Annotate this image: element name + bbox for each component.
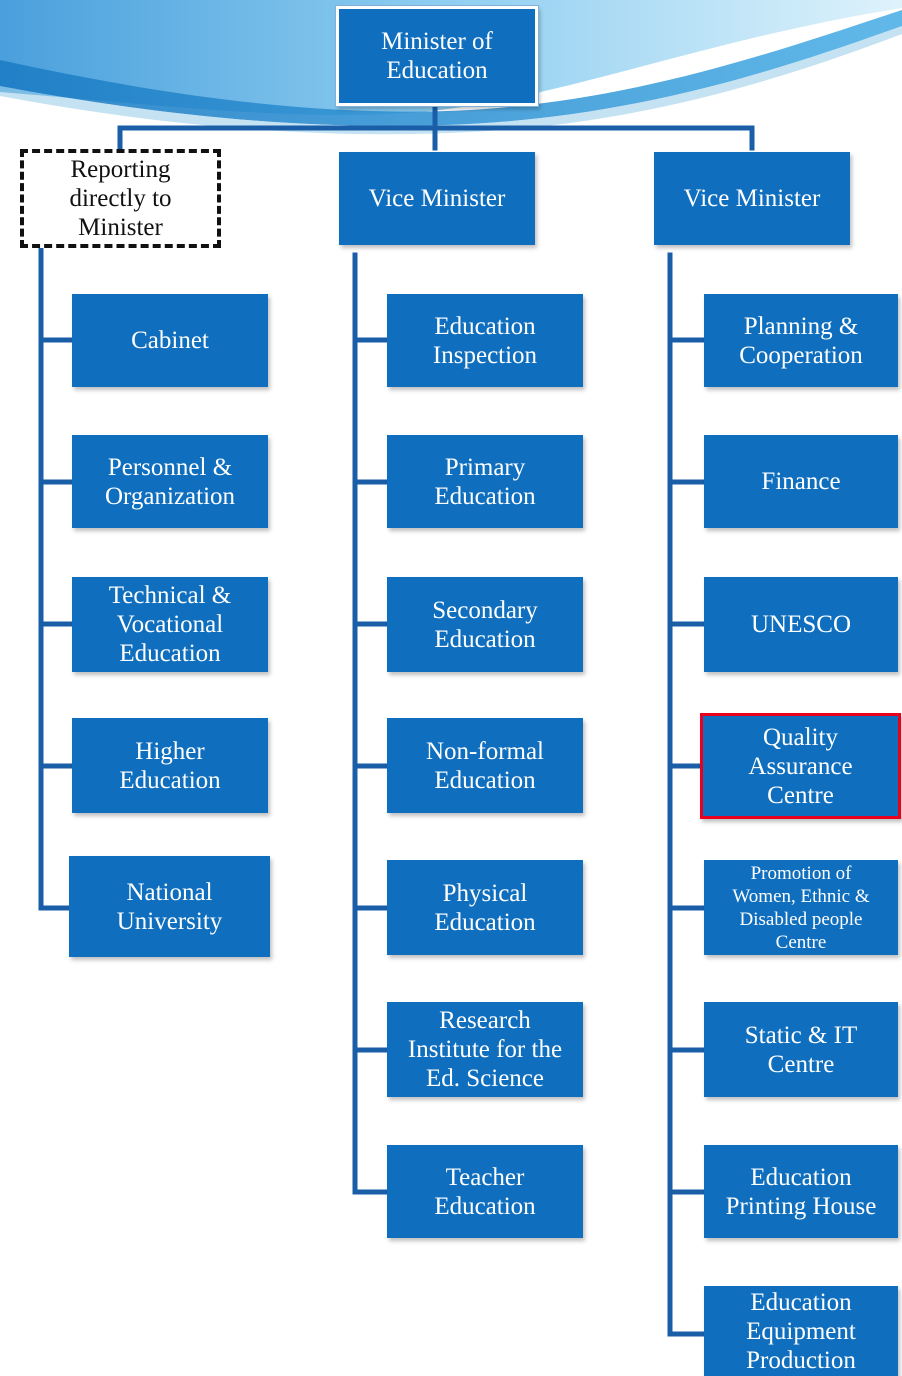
education-equipment-production-box: Education Equipment Production	[704, 1286, 898, 1376]
higher-education-box: Higher Education	[72, 718, 268, 813]
quality-assurance-centre-box: Quality Assurance Centre	[700, 713, 901, 819]
physical-education-box: Physical Education	[387, 860, 583, 955]
vice-minister-header-1: Vice Minister	[339, 152, 535, 245]
reporting-directly-header: Reporting directly to Minister	[20, 149, 221, 248]
promotion-women-ethnic-disabled-box: Promotion of Women, Ethnic & Disabled pe…	[704, 860, 898, 955]
secondary-education-box: Secondary Education	[387, 577, 583, 672]
planning-cooperation-box: Planning & Cooperation	[704, 294, 898, 387]
unesco-box: UNESCO	[704, 577, 898, 672]
vice-minister-header-2: Vice Minister	[654, 152, 850, 245]
education-printing-house-box: Education Printing House	[704, 1145, 898, 1238]
education-inspection-box: Education Inspection	[387, 294, 583, 387]
technical-vocational-education-box: Technical & Vocational Education	[72, 577, 268, 672]
finance-box: Finance	[704, 435, 898, 528]
personnel-organization-box: Personnel & Organization	[72, 435, 268, 528]
static-it-centre-box: Static & IT Centre	[704, 1002, 898, 1097]
cabinet-box: Cabinet	[72, 294, 268, 387]
national-university-box: National University	[69, 856, 270, 957]
primary-education-box: Primary Education	[387, 435, 583, 528]
research-institute-box: Research Institute for the Ed. Science	[387, 1002, 583, 1097]
teacher-education-box: Teacher Education	[387, 1145, 583, 1238]
minister-of-education-box: Minister of Education	[335, 5, 539, 107]
non-formal-education-box: Non-formal Education	[387, 718, 583, 813]
